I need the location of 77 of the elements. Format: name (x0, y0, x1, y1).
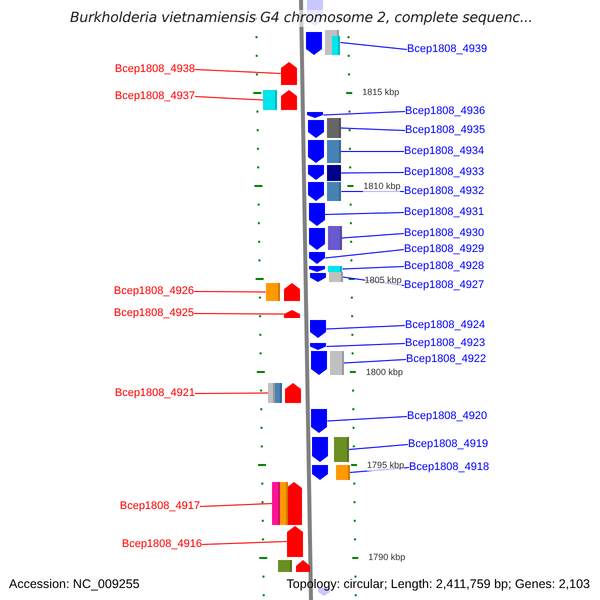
gene-glyph (311, 409, 328, 433)
scale-label: 1815 kbp (362, 87, 400, 98)
gene-glyph (286, 526, 303, 557)
gene-glyph (310, 351, 344, 375)
gene-label: Bcep1808_4930 (404, 227, 484, 240)
accession-text: Accession: NC_009255 (9, 577, 140, 592)
gene-label: Bcep1808_4924 (405, 319, 486, 332)
leader-line (342, 266, 404, 270)
gene-label: Bcep1808_4917 (120, 500, 200, 513)
gene-label: Bcep1808_4935 (405, 124, 486, 137)
leader-line (194, 313, 285, 314)
gene-label: Bcep1808_4938 (114, 63, 195, 76)
leader-line (194, 291, 266, 292)
gene-label: Bcep1808_4931 (404, 206, 484, 219)
leader-line (202, 541, 288, 545)
leader-line (326, 343, 406, 347)
leader-line (343, 359, 406, 364)
leader-line (340, 151, 404, 152)
gene-glyph (280, 62, 297, 85)
leader-line (326, 325, 406, 330)
scale-label: 1810 kbp (363, 181, 400, 192)
leader-line (324, 212, 404, 215)
gene-glyph (308, 118, 341, 138)
gene-label: Bcep1808_4933 (404, 166, 484, 179)
gene-glyph (308, 203, 325, 226)
gene-label: Bcep1808_4920 (407, 410, 488, 423)
gene-label: Bcep1808_4929 (404, 243, 484, 256)
gene-glyph (308, 226, 342, 250)
gene-label: Bcep1808_4927 (404, 279, 484, 292)
gene-glyph (312, 437, 349, 462)
scale-label: 1790 kbp (368, 552, 406, 563)
gene-label: Bcep1808_4922 (406, 353, 486, 366)
gene-label: Bcep1808_4932 (404, 185, 484, 198)
gene-glyph (312, 465, 350, 480)
title: Burkholderia vietnamiensis G4 chromosome 2, complete sequenc... (70, 10, 533, 27)
gene-label: Bcep1808_4937 (114, 90, 195, 103)
gene-glyph (272, 482, 302, 525)
gene-glyph (306, 30, 340, 55)
gene-label: Bcep1808_4939 (407, 43, 488, 56)
gene-label: Bcep1808_4916 (122, 538, 202, 551)
leader-line (322, 111, 406, 116)
gene-label: Bcep1808_4926 (114, 285, 194, 298)
gene-label: Bcep1808_4923 (405, 337, 486, 350)
gene-label: Bcep1808_4925 (114, 307, 194, 320)
gene-glyph (309, 252, 326, 264)
gene-glyph (308, 182, 342, 201)
leader-line (194, 69, 282, 74)
gene-glyph (310, 272, 343, 282)
gene-glyph (308, 140, 341, 163)
gene-glyph (309, 266, 342, 272)
scale-label: 1800 kbp (366, 367, 403, 378)
gene-glyph (284, 310, 300, 318)
gene-label: Bcep1808_4921 (114, 387, 195, 400)
scale-label: 1805 kbp (364, 275, 402, 286)
leader-line (324, 249, 404, 258)
gene-label: Bcep1808_4928 (404, 260, 484, 273)
gene-glyph (310, 320, 326, 338)
leader-line (340, 128, 406, 131)
leader-line (326, 416, 408, 422)
gene-glyph (268, 383, 301, 403)
leader-line (340, 172, 404, 174)
gene-label: Bcep1808_4918 (409, 461, 490, 474)
leader-line (340, 42, 408, 50)
gene-label: Bcep1808_4919 (408, 438, 488, 451)
leader-line (348, 444, 408, 450)
gene-glyph (263, 90, 298, 110)
leader-line (200, 503, 273, 507)
leader-line (194, 96, 264, 100)
leader-line (194, 392, 268, 394)
scale-label: 1795 kbp (367, 460, 404, 471)
gene-label: Bcep1808_4934 (404, 145, 484, 158)
leader-line (341, 233, 404, 238)
summary-text: Topology: circular; Length: 2,411,759 bp; Genes: 2,103 (286, 577, 590, 592)
gene-glyph (308, 165, 342, 181)
gene-glyph (266, 283, 300, 301)
gene-glyph (307, 112, 324, 118)
gene-label: Bcep1808_4936 (405, 105, 486, 118)
